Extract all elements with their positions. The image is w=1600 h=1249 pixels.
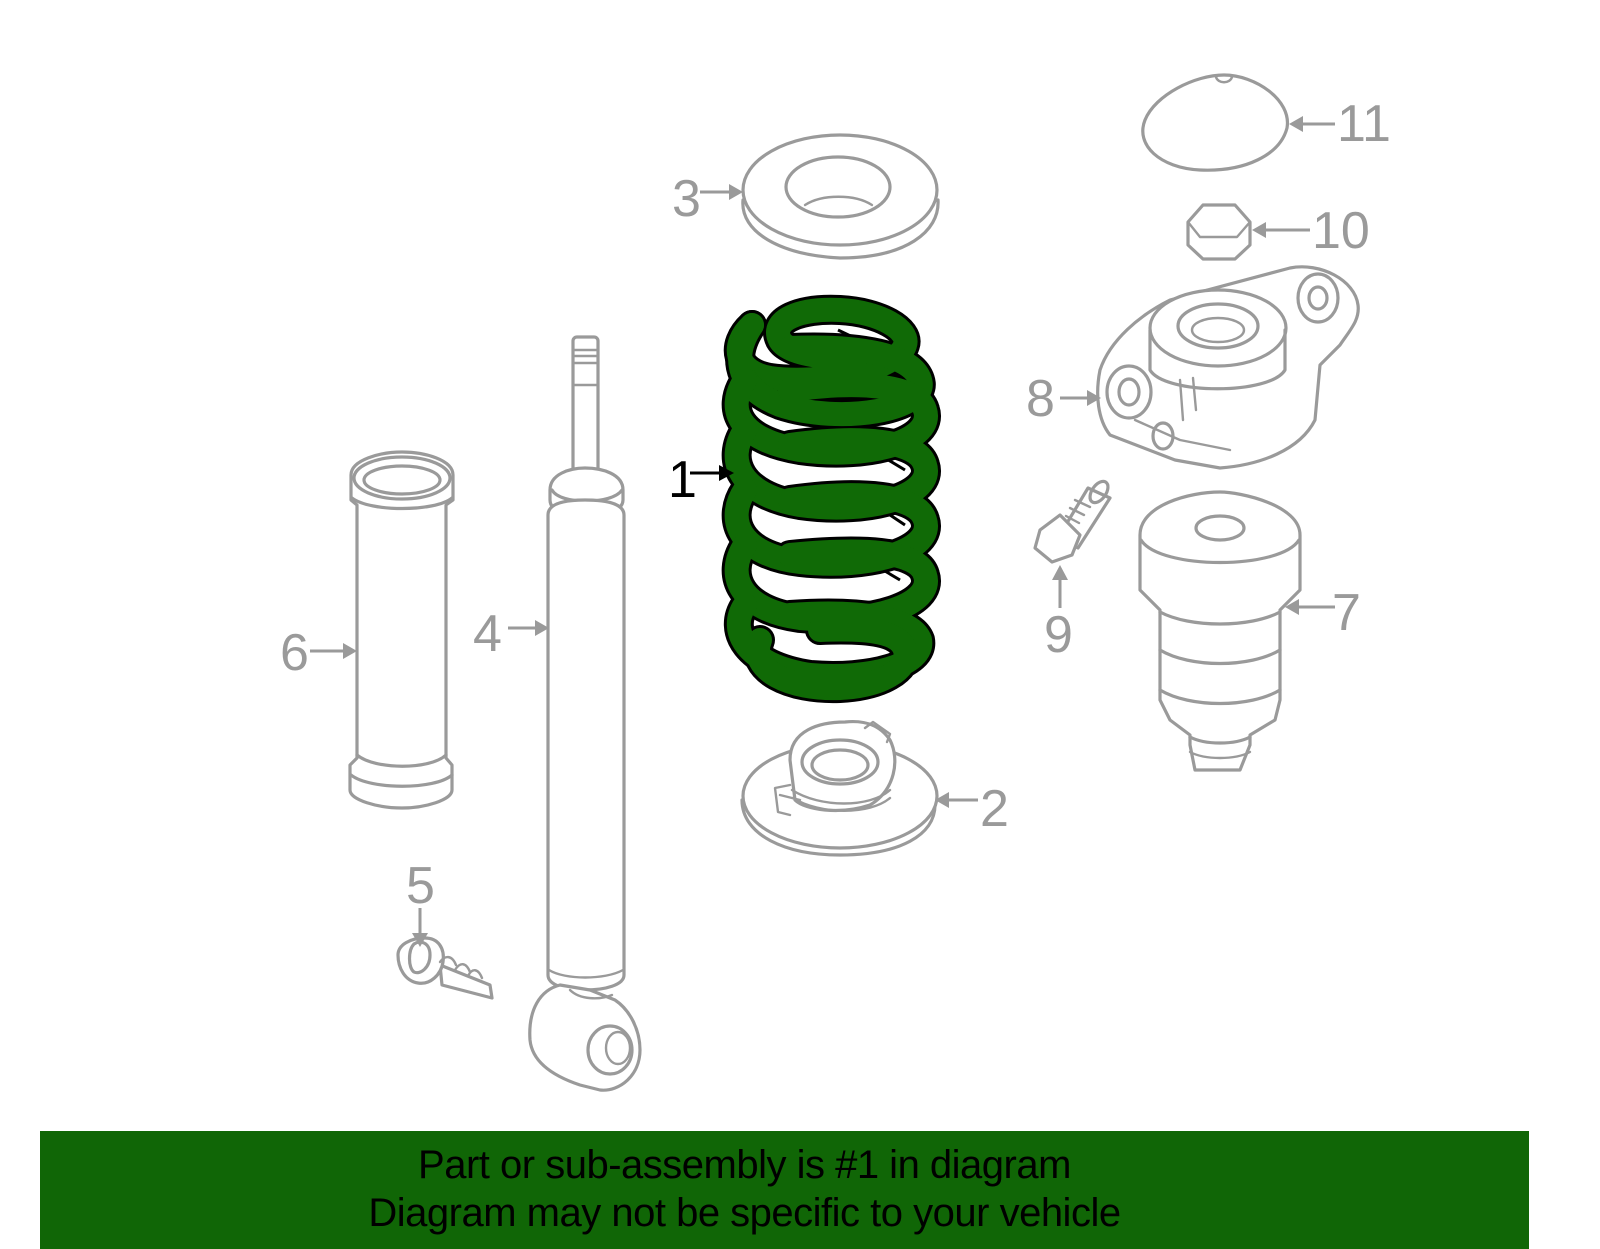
diagram-disclaimer-banner: Part or sub-assembly is #1 in diagram Di…: [40, 1131, 1529, 1249]
part-10-nut[interactable]: [1186, 203, 1252, 261]
part-8-upper-mount[interactable]: [1096, 265, 1360, 470]
part-3-upper-pad[interactable]: [741, 133, 940, 260]
svg-text:8: 8: [1026, 370, 1055, 428]
banner-highlight-note: Part or sub-assembly is #1 in diagram: [418, 1143, 1071, 1187]
svg-text:10: 10: [1312, 202, 1370, 260]
svg-text:1: 1: [668, 451, 697, 509]
part-9-bolt[interactable]: [1033, 478, 1112, 564]
callout-9[interactable]: 9: [1044, 565, 1073, 664]
svg-text:11: 11: [1337, 95, 1391, 153]
svg-text:9: 9: [1044, 606, 1073, 664]
svg-text:6: 6: [280, 624, 309, 682]
callout-6[interactable]: 6: [280, 624, 357, 682]
callout-3[interactable]: 3: [672, 170, 743, 228]
callout-1[interactable]: 1: [668, 451, 734, 509]
svg-text:7: 7: [1332, 584, 1361, 642]
part-7-bump-stop[interactable]: [1138, 490, 1302, 772]
svg-text:3: 3: [672, 170, 701, 228]
svg-text:5: 5: [406, 857, 435, 915]
banner-vehicle-disclaimer: Diagram may not be specific to your vehi…: [368, 1191, 1121, 1235]
callout-10[interactable]: 10: [1252, 202, 1370, 260]
part-11-dust-cap[interactable]: [1141, 73, 1289, 172]
part-5-bolt[interactable]: [396, 936, 494, 1000]
callout-8[interactable]: 8: [1026, 370, 1101, 428]
callout-2[interactable]: 2: [935, 780, 1009, 838]
callout-11[interactable]: 11: [1289, 95, 1391, 153]
part-6-dust-boot[interactable]: [348, 450, 455, 810]
part-4-shock-absorber[interactable]: [528, 335, 642, 1092]
callout-5[interactable]: 5: [406, 857, 435, 947]
svg-text:2: 2: [980, 780, 1009, 838]
callout-7[interactable]: 7: [1285, 584, 1361, 642]
part-2-lower-seat[interactable]: [740, 719, 939, 857]
svg-text:4: 4: [473, 605, 502, 663]
callout-4[interactable]: 4: [473, 605, 549, 663]
part-1-coil-spring[interactable]: [721, 294, 941, 704]
